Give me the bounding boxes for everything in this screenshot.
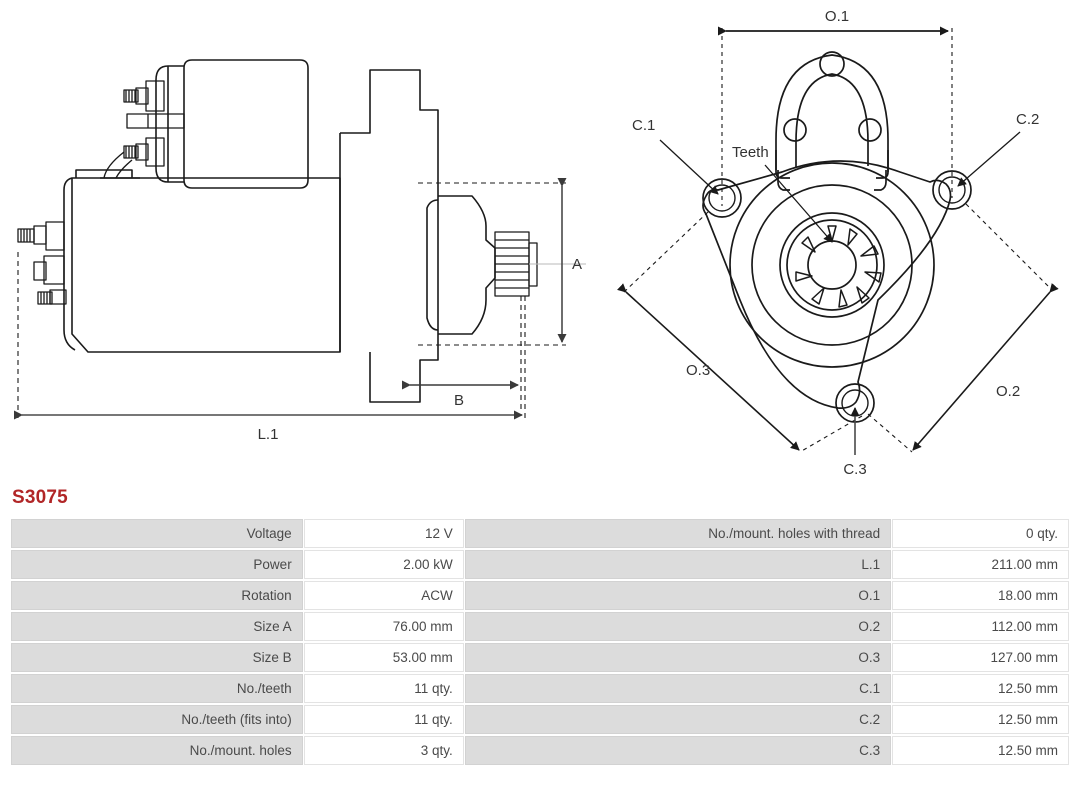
bracket-bolt-hole-right [858, 118, 882, 142]
upper-bracket-outer [775, 54, 889, 172]
spec-value: 0 qty. [892, 519, 1069, 548]
spec-label: O.3 [464, 643, 892, 672]
spec-value: 12.50 mm [892, 736, 1069, 765]
leader-line-teeth [764, 164, 833, 243]
solenoid-body [183, 59, 309, 189]
specification-table-body: Voltage 12 V No./mount. holes with threa… [11, 519, 1069, 765]
spec-label: Size A [11, 612, 303, 641]
spec-label: No./mount. holes [11, 736, 303, 765]
table-row: Size A 76.00 mm O.2 112.00 mm [11, 612, 1069, 641]
bearing-inner-circle [786, 219, 878, 311]
table-row: No./teeth 11 qty. C.1 12.50 mm [11, 674, 1069, 703]
pinion-teeth-ring [795, 225, 882, 308]
spec-value: 18.00 mm [892, 581, 1069, 610]
mounting-flange-outline [702, 160, 952, 409]
dimension-line-o3 [617, 283, 800, 451]
spec-value: 211.00 mm [892, 550, 1069, 579]
spec-label: O.2 [464, 612, 892, 641]
solenoid-terminal-upper [123, 80, 165, 112]
spec-value: 12.50 mm [892, 674, 1069, 703]
table-row: Voltage 12 V No./mount. holes with threa… [11, 519, 1069, 548]
spec-value: 12.50 mm [892, 705, 1069, 734]
front-view-extension-lines [621, 28, 1053, 453]
dimension-label-b: B [454, 392, 464, 409]
spec-value: 112.00 mm [892, 612, 1069, 641]
bracket-bolt-hole-top [819, 51, 845, 77]
spec-value: 3 qty. [303, 736, 464, 765]
spec-label: L.1 [464, 550, 892, 579]
mount-hole-c2 [932, 170, 972, 210]
dimension-label-c3: C.3 [843, 461, 866, 478]
spec-value: ACW [303, 581, 464, 610]
mount-hole-c1 [702, 178, 742, 218]
housing-mid-circle [751, 184, 913, 346]
spec-label: C.2 [464, 705, 892, 734]
table-row: Power 2.00 kW L.1 211.00 mm [11, 550, 1069, 579]
bearing-outer-circle [779, 212, 885, 318]
table-row: Size B 53.00 mm O.3 127.00 mm [11, 643, 1069, 672]
table-row: No./teeth (fits into) 11 qty. C.2 12.50 … [11, 705, 1069, 734]
technical-drawings: A B L.1 [14, 8, 1059, 478]
dimension-label-o2: O.2 [996, 383, 1020, 400]
dimension-label-c1: C.1 [632, 117, 655, 134]
spec-label: Voltage [11, 519, 303, 548]
spec-value: 11 qty. [303, 674, 464, 703]
spec-label: No./teeth [11, 674, 303, 703]
spec-value: 12 V [303, 519, 464, 548]
spec-value: 2.00 kW [303, 550, 464, 579]
dimension-line-o2 [912, 283, 1059, 451]
spec-label: No./mount. holes with thread [464, 519, 892, 548]
housing-outer-circle [729, 162, 935, 368]
leader-line-c1 [659, 139, 719, 195]
dimension-label-a: A [572, 256, 582, 273]
spec-label: O.1 [464, 581, 892, 610]
page-title: S3075 [12, 487, 68, 508]
spec-value: 127.00 mm [892, 643, 1069, 672]
table-row: No./mount. holes 3 qty. C.3 12.50 mm [11, 736, 1069, 765]
spec-label: C.1 [464, 674, 892, 703]
shaft-bore-circle [807, 240, 857, 290]
rear-terminal-bolts [17, 221, 67, 305]
starter-side-view-diagram: A B L.1 [14, 59, 586, 443]
spec-label: Power [11, 550, 303, 579]
leader-line-c2 [957, 131, 1021, 187]
callout-label-teeth: Teeth [732, 144, 769, 161]
dimension-label-o3: O.3 [686, 362, 710, 379]
bracket-bolt-hole-left [783, 118, 807, 142]
spec-label: C.3 [464, 736, 892, 765]
specification-table: Voltage 12 V No./mount. holes with threa… [10, 517, 1070, 767]
spec-value: 11 qty. [303, 705, 464, 734]
dimension-extension-lines [17, 182, 566, 418]
spec-value: 53.00 mm [303, 643, 464, 672]
motor-body-outline [71, 177, 341, 353]
spec-label: Rotation [11, 581, 303, 610]
spec-value: 76.00 mm [303, 612, 464, 641]
upper-bracket-inner [795, 73, 869, 168]
dimension-label-c2: C.2 [1016, 111, 1039, 128]
spec-label: Size B [11, 643, 303, 672]
starter-front-view-diagram: O.1 O.3 O.2 C.1 C.2 C.3 Teeth [617, 8, 1059, 478]
dimension-label-l1: L.1 [258, 426, 279, 443]
table-row: Rotation ACW O.1 18.00 mm [11, 581, 1069, 610]
spec-label: No./teeth (fits into) [11, 705, 303, 734]
dimension-label-o1: O.1 [825, 8, 849, 25]
